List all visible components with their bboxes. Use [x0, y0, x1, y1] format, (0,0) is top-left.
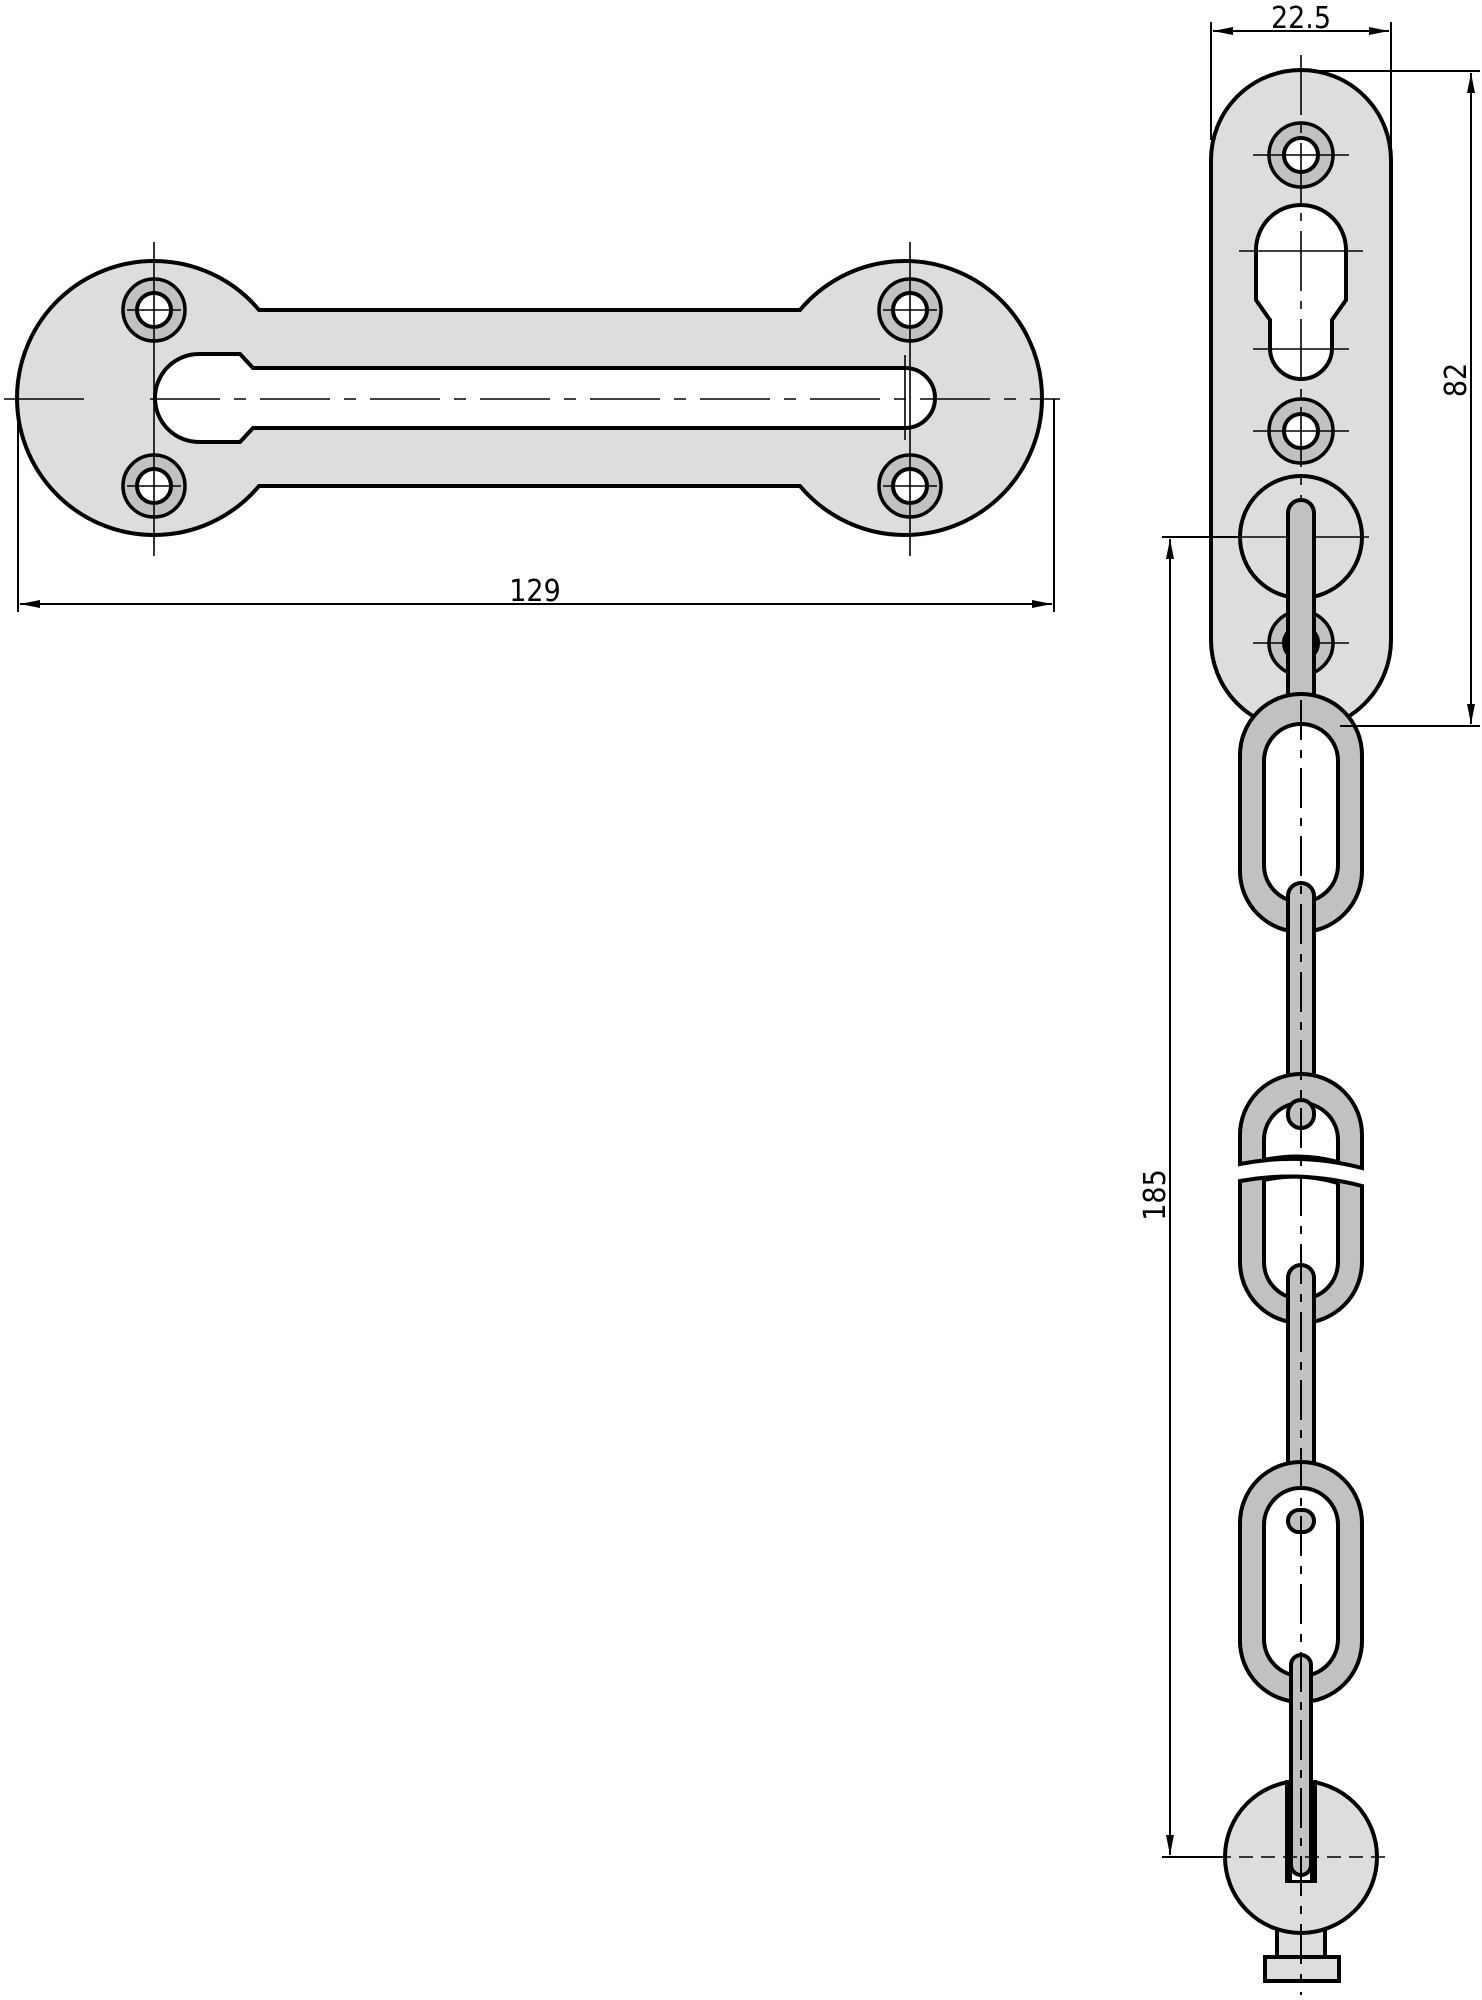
dimension-label-185: 185	[1138, 1169, 1173, 1221]
dimension-width-22-5: 22.5	[1210, 1, 1392, 160]
chain-link-flat	[1238, 1460, 1364, 1704]
catch-plate-centerlines	[4, 242, 1060, 556]
chain-plate-view: 22.5 82 185	[1138, 1, 1480, 1995]
chain-plate-keyhole	[1254, 203, 1348, 381]
dimension-label-82: 82	[1439, 363, 1474, 397]
dimension-width-129: 129	[17, 399, 1055, 612]
dimension-label-22-5: 22.5	[1271, 1, 1331, 36]
catch-plate-view: 129	[4, 242, 1060, 612]
dimension-label-129: 129	[509, 574, 561, 609]
catch-plate-slot	[153, 352, 937, 444]
chain	[1217, 498, 1393, 1995]
dimension-length-185: 185	[1138, 536, 1240, 1858]
dimension-height-82: 82	[1305, 70, 1480, 727]
